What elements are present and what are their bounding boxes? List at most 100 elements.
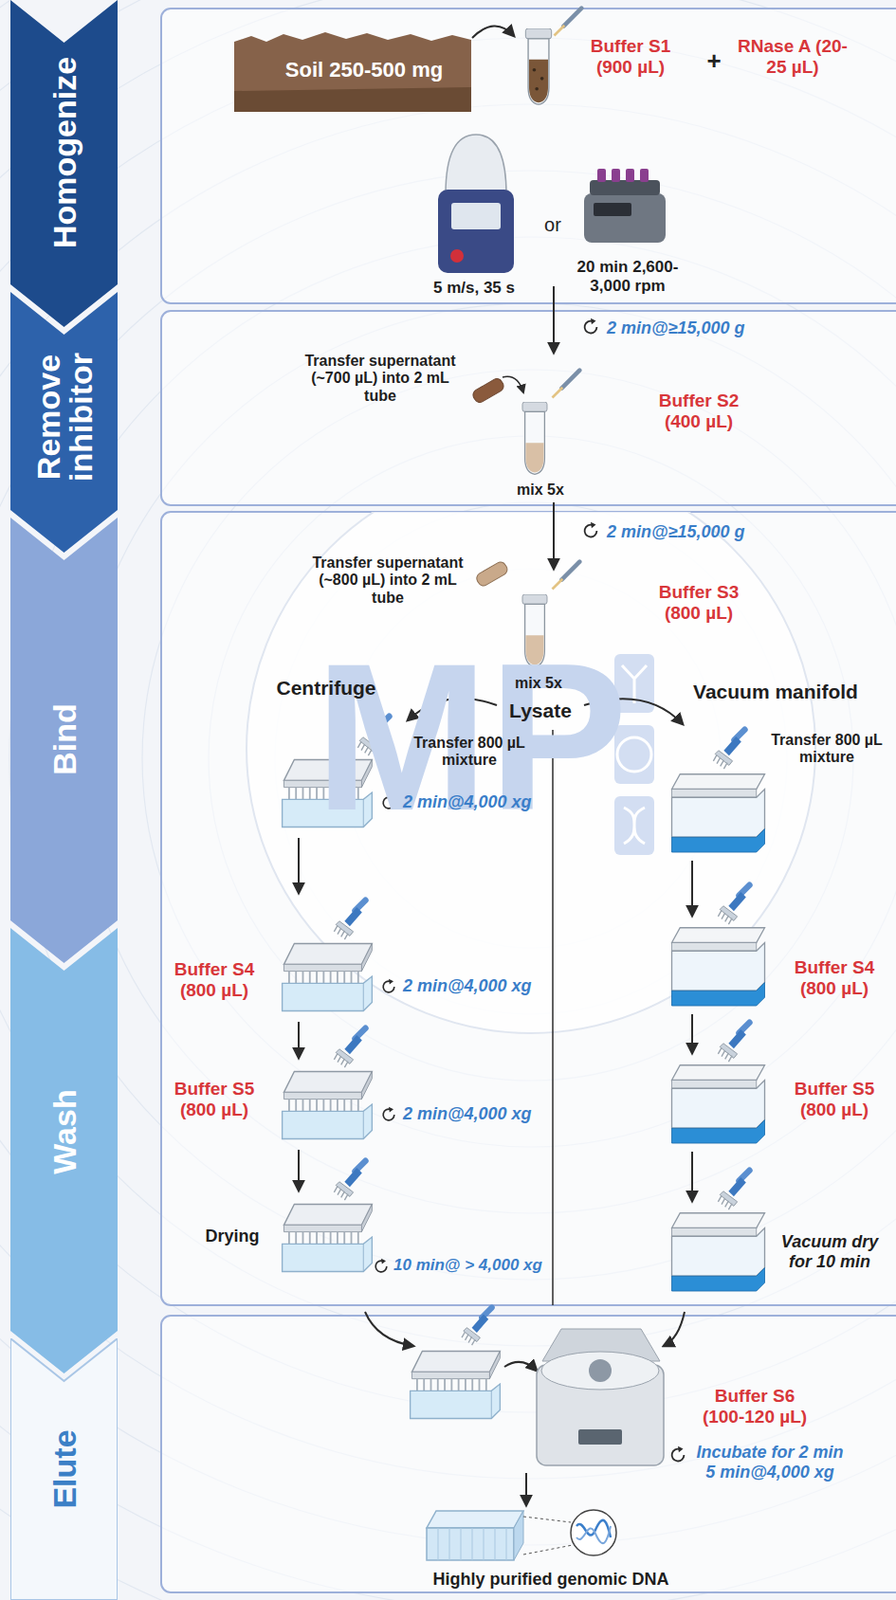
multichannel-pipette bbox=[713, 730, 745, 769]
stage-chevron: Remove inhibitor bbox=[10, 292, 118, 553]
stage-label: Bind bbox=[48, 568, 81, 911]
spin-icon bbox=[672, 1446, 685, 1463]
spin-icon bbox=[585, 318, 598, 334]
stage-label: Remove inhibitor bbox=[32, 339, 97, 496]
spin-icon bbox=[383, 979, 395, 993]
spin-icon bbox=[585, 522, 598, 538]
soil-tube bbox=[525, 28, 551, 105]
branch-title: Vacuum manifold bbox=[680, 680, 871, 704]
flow-arrow bbox=[691, 1014, 694, 1054]
graphic-part bbox=[588, 1359, 612, 1383]
buffer-label: Buffer S2 (400 µL) bbox=[641, 390, 756, 433]
graphic-part bbox=[611, 168, 621, 183]
step-note: Transfer supernatant (~700 µL) into 2 mL… bbox=[297, 352, 464, 405]
graphic-part bbox=[438, 189, 514, 274]
spin-time: 2 min@4,000 xg bbox=[402, 792, 546, 813]
chevron-shape bbox=[10, 517, 118, 964]
reagent-label: RNase A (20-25 µL) bbox=[731, 36, 855, 78]
graphic-part bbox=[570, 1510, 617, 1556]
or-label: or bbox=[536, 214, 569, 237]
multichannel-pipette bbox=[461, 1308, 493, 1347]
stage-panels bbox=[161, 8, 896, 1593]
result-label: Highly purified genomic DNA bbox=[394, 1570, 708, 1591]
flow-arrow bbox=[297, 1022, 300, 1059]
buffer-label: Buffer S1 (900 µL) bbox=[573, 36, 688, 78]
graphic-part bbox=[576, 1526, 611, 1544]
zoom-lines bbox=[523, 1517, 573, 1555]
chevron-shape bbox=[10, 292, 118, 553]
multichannel-pipette bbox=[333, 1161, 366, 1201]
spin-time: 2 min@≥15,000 g bbox=[606, 318, 797, 339]
flow-arrow bbox=[552, 502, 555, 569]
load-arrow bbox=[504, 1362, 537, 1372]
graphic-part bbox=[426, 1511, 524, 1529]
filter-plate bbox=[282, 1071, 373, 1139]
spin-time: 2 min@≥15,000 g bbox=[606, 522, 797, 543]
soil-band bbox=[234, 87, 472, 112]
multichannel-pipette bbox=[717, 1023, 750, 1062]
buffer-label: Buffer S4 (800 µL) bbox=[785, 957, 884, 1000]
graphic-part bbox=[451, 202, 501, 230]
two-ml-tube bbox=[522, 402, 548, 475]
graphic-part bbox=[475, 560, 510, 588]
flow-arrow bbox=[691, 1152, 694, 1202]
stage-label: Elute bbox=[48, 1390, 81, 1549]
supernatant-tube bbox=[475, 560, 510, 588]
center-halo bbox=[246, 512, 816, 1034]
graphic-part bbox=[541, 1352, 659, 1390]
vacuum-manifold bbox=[672, 774, 766, 853]
graphic-part bbox=[589, 180, 660, 196]
step-note: Transfer 800 µL mixture bbox=[765, 731, 889, 768]
vacuum-manifold bbox=[672, 1213, 766, 1292]
flow-arrow bbox=[297, 1150, 300, 1191]
filter-plate bbox=[282, 943, 373, 1011]
graphic-part bbox=[246, 512, 816, 1034]
buffer-label: Buffer S5 (800 µL) bbox=[164, 1078, 264, 1121]
buffer-label: Buffer S6 (100-120 µL) bbox=[693, 1386, 817, 1428]
step-note: Transfer 800 µL mixture bbox=[398, 734, 541, 770]
flow-arrow bbox=[297, 838, 300, 894]
spin-time: 10 min@ > 4,000 xg bbox=[393, 1256, 550, 1276]
graphic-part bbox=[438, 1528, 507, 1561]
plus-sign: + bbox=[702, 47, 726, 76]
stage-chevron: Homogenize bbox=[10, 0, 118, 328]
flow-arrow bbox=[552, 286, 555, 353]
transfer-arrow bbox=[502, 376, 524, 393]
stage-chevron: Elute bbox=[10, 1338, 118, 1600]
filter-plate bbox=[410, 1351, 501, 1419]
soil-sample-box: Soil 250-500 mg bbox=[234, 28, 494, 112]
graphic-part bbox=[513, 1511, 524, 1561]
dna-icon bbox=[570, 1510, 617, 1556]
pipette bbox=[552, 370, 581, 399]
buffer-label: Buffer S5 (800 µL) bbox=[785, 1078, 884, 1121]
spin-icon bbox=[383, 1107, 395, 1121]
filter-plate bbox=[282, 1204, 373, 1272]
merge-arrow bbox=[663, 1312, 685, 1347]
vortex-mixer bbox=[584, 168, 666, 243]
supernatant-tube bbox=[471, 376, 506, 404]
chevron-shape bbox=[10, 0, 118, 328]
flow-arrow bbox=[525, 1473, 528, 1506]
setting-label: 5 m/s, 35 s bbox=[407, 278, 541, 298]
spin-time: Incubate for 2 min 5 min@4,000 xg bbox=[692, 1443, 849, 1482]
mix-note: mix 5x bbox=[502, 481, 579, 499]
stage-chevron: Bind bbox=[10, 517, 118, 964]
multichannel-pipette bbox=[717, 885, 750, 925]
pipette bbox=[554, 8, 583, 37]
spin-time: 2 min@4,000 xg bbox=[402, 976, 546, 997]
elution-plate bbox=[426, 1511, 524, 1561]
graphic-part bbox=[161, 1316, 896, 1593]
graphic-part bbox=[471, 376, 506, 404]
transfer-arrow bbox=[472, 25, 514, 38]
bead-beater bbox=[438, 134, 514, 274]
mix-note: mix 5x bbox=[500, 675, 577, 693]
centrifuge bbox=[536, 1329, 664, 1466]
pipette bbox=[552, 562, 581, 590]
graphic-part bbox=[640, 168, 649, 183]
vacuum-manifold bbox=[672, 928, 766, 1006]
multichannel-pipette bbox=[717, 1170, 750, 1210]
